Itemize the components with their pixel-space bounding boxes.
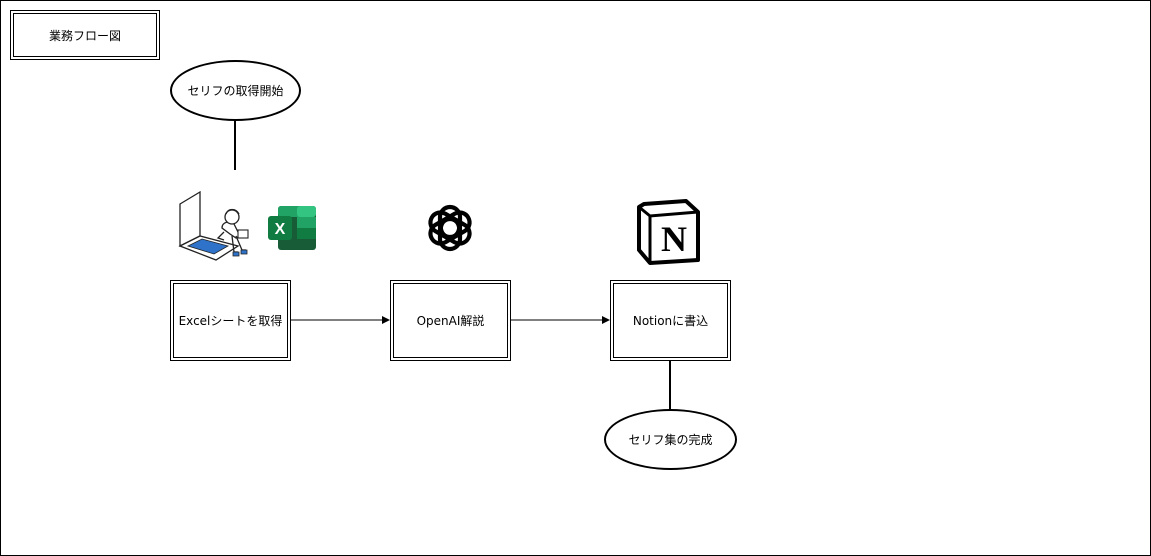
- notion-logo-letter: N: [661, 219, 687, 259]
- step-label-openai: OpenAI解説: [393, 283, 508, 358]
- person-laptop-icon: [178, 190, 249, 261]
- step-label-excel: Excelシートを取得: [173, 283, 288, 358]
- step-box-excel[interactable]: Excelシートを取得: [170, 280, 291, 361]
- step-box-openai[interactable]: OpenAI解説: [390, 280, 511, 361]
- step-label-notion: Notionに書込: [613, 283, 728, 358]
- excel-logo-icon: X: [268, 206, 316, 250]
- start-terminal[interactable]: セリフの取得開始: [170, 60, 301, 121]
- excel-logo-letter: X: [275, 221, 286, 238]
- title-box[interactable]: 業務フロー図: [10, 10, 160, 60]
- page-title: 業務フロー図: [13, 13, 157, 57]
- openai-logo-icon: [428, 204, 472, 252]
- step-box-notion[interactable]: Notionに書込: [610, 280, 731, 361]
- notion-logo-icon: N: [637, 199, 700, 265]
- end-terminal[interactable]: セリフ集の完成: [604, 409, 737, 470]
